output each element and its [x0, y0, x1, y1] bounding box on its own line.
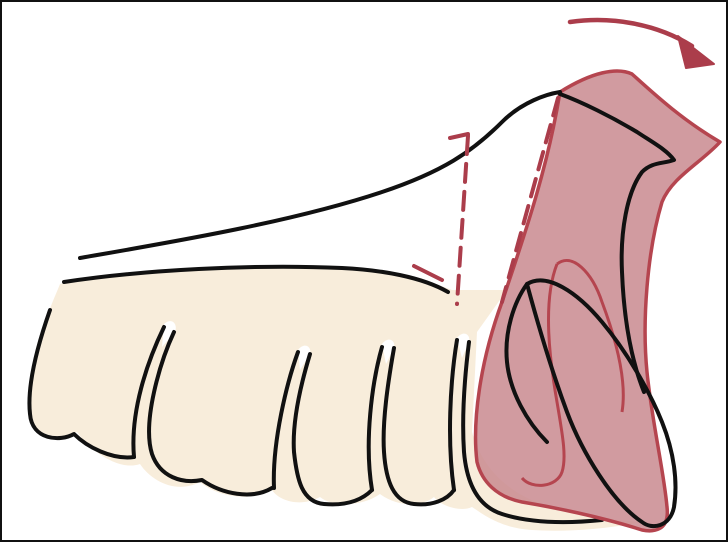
gingiva-outline — [64, 92, 560, 292]
rotation-arrow-head — [678, 36, 714, 68]
flap-body — [476, 71, 720, 531]
rotation-arrow-shaft — [570, 20, 692, 46]
mucogingival-line — [80, 92, 560, 258]
incision-dashed-mesial — [457, 136, 468, 304]
incision-mark-top — [450, 134, 468, 138]
rotation-arrow-icon — [570, 20, 714, 68]
rotated-flap — [476, 71, 720, 531]
